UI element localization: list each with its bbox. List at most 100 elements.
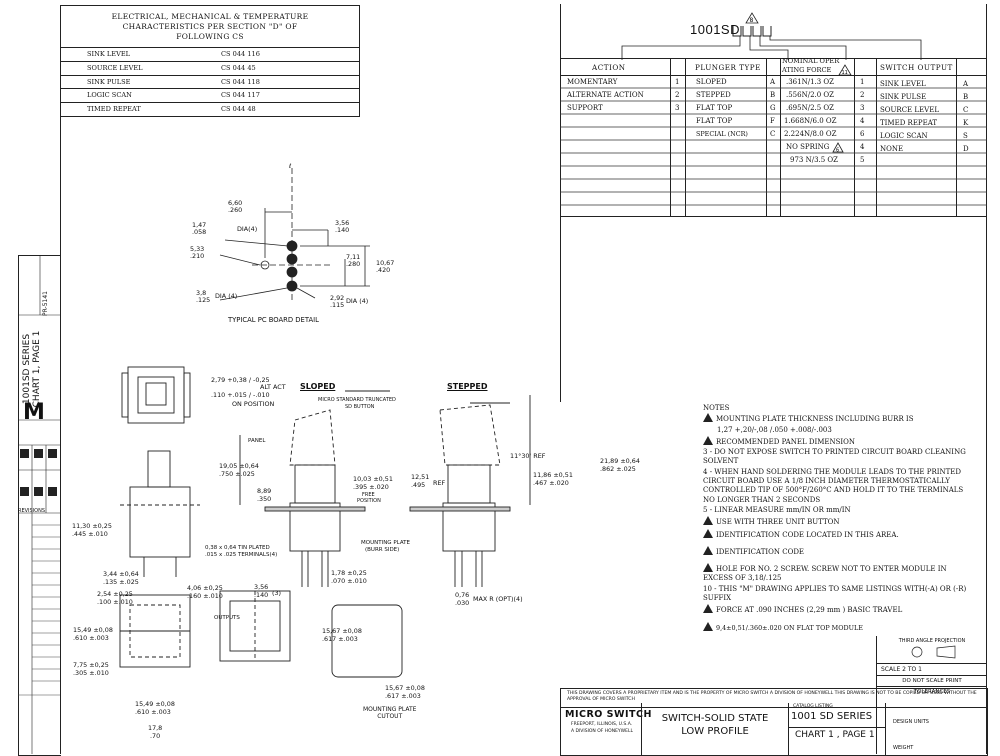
part-code-boxes: 8: [732, 12, 772, 37]
projection-symbol: [911, 645, 956, 659]
dim-callout: .750 ±.025: [219, 470, 255, 478]
note-item: RECOMMENDED PANEL DIMENSION: [703, 435, 973, 447]
catalog-series: 1001 SD SERIES: [791, 711, 873, 722]
pc-board-drawing: ℓ: [219, 163, 370, 301]
dim-callout: 15,49 ±0,08: [135, 700, 175, 708]
output-code: K: [963, 119, 969, 127]
dim-callout: 10,03 ±0,51: [353, 475, 393, 483]
part-code-leaders: [621, 36, 922, 60]
dim-callout: (BURR SIDE): [365, 547, 400, 553]
output-code: B: [963, 93, 969, 101]
svg-text:11: 11: [842, 70, 848, 76]
dim-callout: 1,78 ±0,25: [331, 569, 367, 577]
dim-callout: .135 ±.025: [103, 578, 139, 586]
note-item: IDENTIFICATION CODE: [703, 545, 973, 557]
characteristics-title: ELECTRICAL, MECHANICAL & TEMPERATURE CHA…: [61, 6, 359, 48]
svg-text:ℓ: ℓ: [288, 163, 291, 170]
force-label: .361N/1.3 OZ: [786, 78, 835, 86]
svg-text:8: 8: [750, 17, 754, 24]
force-label: 1.668N/6.0 OZ: [784, 117, 837, 125]
pc-dim: 7,11.280: [346, 253, 361, 269]
plunger-label: FLAT TOP: [696, 104, 733, 112]
dim-callout: .070 ±.010: [331, 577, 367, 585]
dim-callout: SD BUTTON: [345, 404, 375, 410]
dim-callout: .495: [411, 481, 426, 489]
force-code: 4: [860, 143, 865, 151]
dim-callout: MOUNTING PLATE: [361, 540, 410, 546]
note-item: 10 - THIS "M" DRAWING APPLIES TO SAME LI…: [703, 584, 967, 603]
output-label: SINK LEVEL: [880, 80, 926, 88]
output-code: D: [963, 145, 969, 153]
plunger-label: SLOPED: [696, 78, 727, 86]
output-code: A: [963, 80, 969, 88]
force-code: 3: [860, 104, 865, 112]
dim-callout: OUTPUTS: [214, 615, 240, 621]
output-label: TIMED REPEAT: [880, 119, 938, 127]
dim-callout: (3): [272, 589, 282, 597]
dim-callout: 19,05 ±0,64: [219, 462, 259, 470]
output-label: SOURCE LEVEL: [880, 106, 939, 114]
dim-callout: FREE: [362, 492, 375, 498]
force-code: 5: [860, 156, 865, 164]
note-item: 3 - DO NOT EXPOSE SWITCH TO PRINTED CIRC…: [703, 448, 966, 466]
action-code: 2: [675, 91, 680, 99]
svg-text:6: 6: [836, 147, 839, 153]
pc-dim: 3,56.140: [335, 219, 350, 235]
dim-callout: 21,89 ±0,64: [600, 457, 640, 465]
dim-callout: PANEL: [248, 438, 266, 444]
dim-callout: .617 ±.003: [322, 635, 358, 643]
note-item: 4 - WHEN HAND SOLDERING THE MODULE LEADS…: [703, 467, 964, 504]
action-label: MOMENTARY: [567, 78, 618, 86]
force-label: .556N/2.0 OZ: [786, 91, 835, 99]
force-label: .695N/2.5 OZ: [786, 104, 835, 112]
note-item: FORCE AT .090 INCHES (2,29 mm ) BASIC TR…: [703, 604, 973, 615]
action-code: 1: [675, 78, 680, 86]
chart-page: CHART 1 , PAGE 1: [795, 730, 875, 740]
pc-dim: DIA (4): [215, 292, 238, 300]
pc-dim: 6,60.260: [228, 199, 243, 215]
force-marker: 11: [838, 64, 852, 76]
dim-callout: 11°30' REF: [510, 452, 546, 460]
section-views-drawing: [119, 366, 531, 678]
output-label: SINK PULSE: [880, 93, 927, 101]
dim-callout: 15,67 ±0,08: [322, 627, 362, 635]
pc-dim: DIA (4): [346, 297, 369, 305]
action-label: ALTERNATE ACTION: [567, 91, 644, 99]
dim-callout: 0,38 x 0,64 TIN PLATED: [205, 545, 270, 551]
right-border: [986, 4, 987, 754]
dim-callout: .015 x .025 TERMINALS(4): [205, 552, 278, 558]
dim-callout: 11,86 ±0,51: [533, 471, 573, 479]
dim-callout: .140: [254, 591, 269, 599]
dim-callout: MAX R (OPT)(4): [473, 595, 523, 603]
pc-dim: 10,67.420: [376, 259, 395, 275]
side-drawing-letter: M: [23, 400, 45, 425]
plunger-header: PLUNGER TYPE: [695, 63, 761, 72]
output-header: SWITCH OUTPUT: [880, 63, 953, 72]
note-item: MOUNTING PLATE THICKNESS INCLUDING BURR …: [703, 413, 973, 424]
stepped-label: STEPPED: [447, 382, 488, 391]
dim-callout: ALT ACT: [260, 383, 286, 391]
action-label: SUPPORT: [567, 104, 603, 112]
force-label: 2.224N/8.0 OZ: [784, 130, 837, 138]
action-header: ACTION: [592, 63, 626, 72]
pc-dim: 3,8.125: [196, 289, 211, 305]
dim-callout: .617 ±.003: [385, 692, 421, 700]
dim-callout: 3,44 ±0,64: [103, 570, 139, 578]
force-header: NOMINAL OPER ATING FORCE: [782, 57, 840, 74]
pc-dim: 2,92.115: [330, 294, 345, 310]
notes-title: NOTES: [703, 404, 730, 412]
plunger-code: C: [770, 130, 776, 138]
option-tables: [560, 58, 987, 217]
force-code: 4: [860, 117, 865, 125]
plunger-label: STEPPED: [696, 91, 731, 99]
dim-callout: .160 ±.010: [187, 592, 223, 600]
output-code: C: [963, 106, 969, 114]
action-code: 3: [675, 104, 680, 112]
dim-callout: .445 ±.010: [72, 530, 108, 538]
plunger-code: G: [770, 104, 776, 112]
title-block: THIS DRAWING COVERS A PROPRIETARY ITEM A…: [560, 688, 988, 756]
dim-callout: .350: [257, 495, 272, 503]
dim-callout: 2,54 ±0,25: [97, 590, 133, 598]
